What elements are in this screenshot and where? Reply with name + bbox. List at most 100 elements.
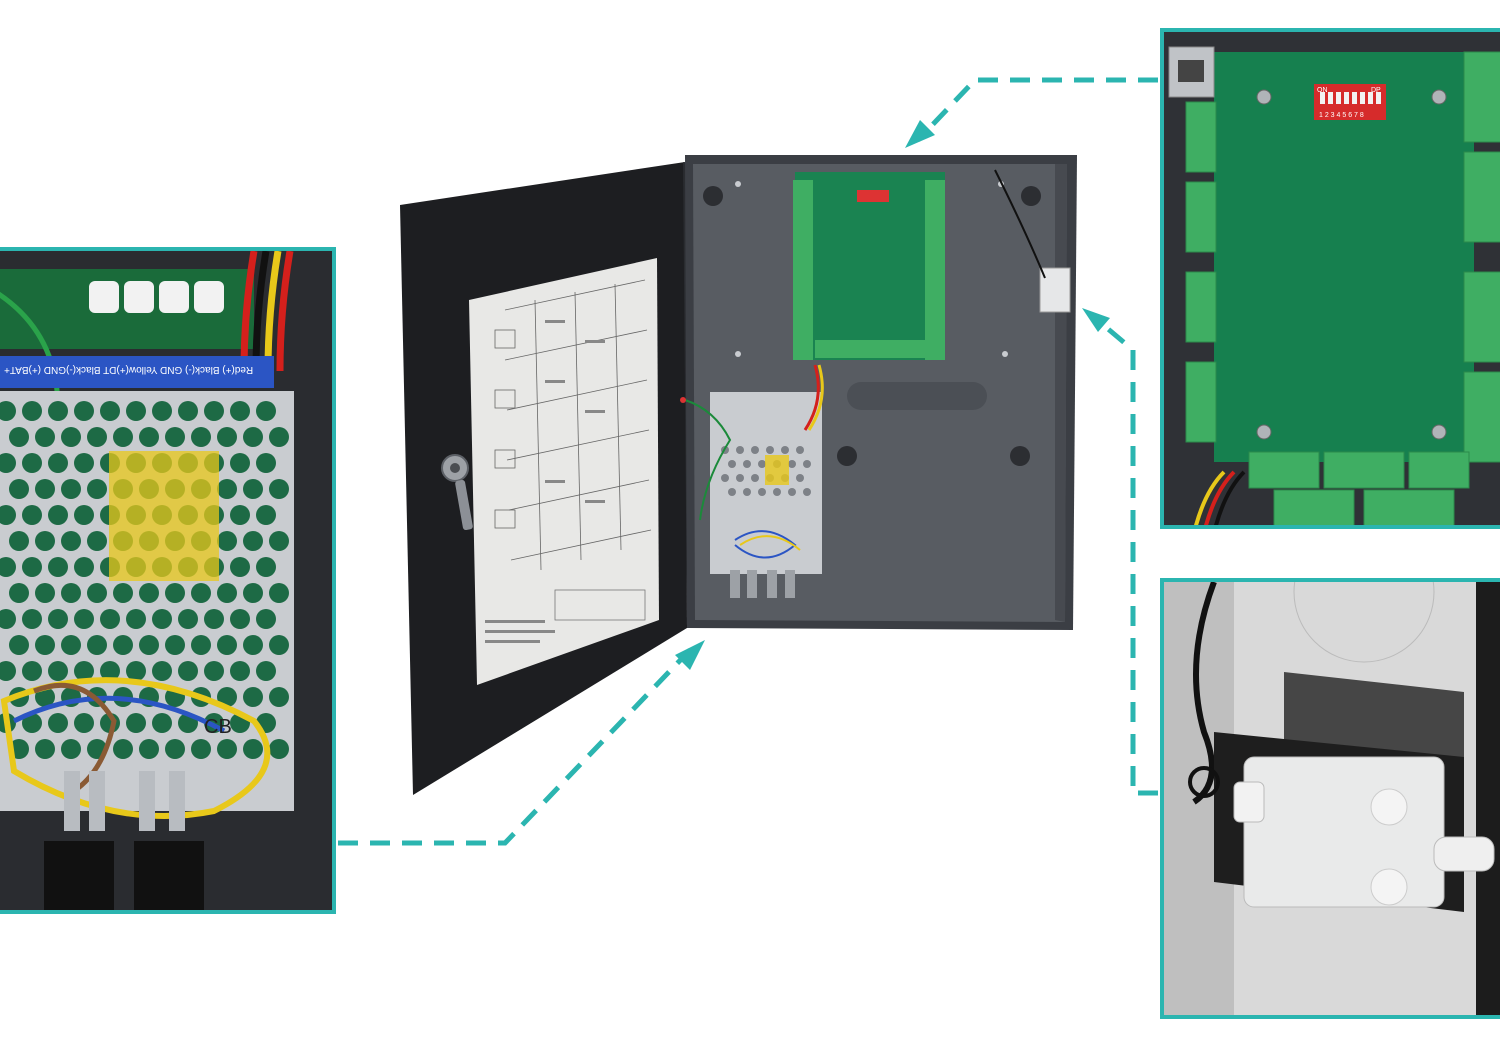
vent-hole	[204, 661, 224, 681]
vent-hole	[100, 401, 120, 421]
vent-hole	[48, 401, 68, 421]
vent-hole	[217, 635, 237, 655]
vent-hole	[269, 635, 289, 655]
vent-hole	[113, 583, 133, 603]
vent-hole	[243, 583, 263, 603]
vent-hole	[165, 583, 185, 603]
vent-hole	[269, 427, 289, 447]
vent-hole	[217, 479, 237, 499]
ethernet-port-icon	[1168, 46, 1215, 98]
vent-hole	[35, 739, 55, 759]
detail-controller-board: ON DP 1 2 3 4 5 6 7 8	[1160, 28, 1500, 529]
vent-hole	[204, 401, 224, 421]
vent-hole	[74, 713, 94, 733]
vent-hole	[87, 479, 107, 499]
vent-hole	[230, 505, 250, 525]
vent-hole	[165, 739, 185, 759]
vent-hole	[74, 609, 94, 629]
vent-hole	[22, 713, 42, 733]
vent-hole	[61, 479, 81, 499]
vent-hole	[0, 505, 16, 525]
vent-hole	[152, 661, 172, 681]
vent-hole	[139, 635, 159, 655]
enclosure-door	[400, 162, 693, 795]
vent-hole	[230, 453, 250, 473]
vent-hole	[178, 401, 198, 421]
vent-hole	[269, 687, 289, 707]
vent-hole	[269, 583, 289, 603]
vent-hole	[48, 557, 68, 577]
vent-hole	[22, 661, 42, 681]
vent-hole	[230, 609, 250, 629]
wiring-diagram-sticker	[469, 258, 659, 685]
vent-hole	[191, 427, 211, 447]
vent-hole	[113, 635, 133, 655]
vent-hole	[100, 609, 120, 629]
vent-hole	[191, 739, 211, 759]
vent-hole	[87, 583, 107, 603]
vent-hole	[35, 583, 55, 603]
vent-hole	[256, 661, 276, 681]
vent-hole	[217, 583, 237, 603]
vent-hole	[256, 557, 276, 577]
vent-hole	[87, 427, 107, 447]
vent-hole	[230, 401, 250, 421]
vent-hole	[22, 401, 42, 421]
vent-hole	[126, 713, 146, 733]
vent-hole	[243, 427, 263, 447]
psu-wire-legend: Red(+) Black(-) GND Yellow(+)DT Black(-)…	[4, 364, 253, 375]
vent-hole	[22, 505, 42, 525]
vent-hole	[100, 661, 120, 681]
vent-hole	[48, 713, 68, 733]
vent-hole	[0, 557, 16, 577]
arrowhead-power-supply	[675, 640, 705, 670]
vent-hole	[0, 401, 16, 421]
tamper-switch	[994, 169, 1071, 313]
arrowhead-controller-board	[905, 120, 935, 148]
dip-switch-icon	[1314, 84, 1386, 120]
vent-hole	[35, 427, 55, 447]
vent-hole	[113, 739, 133, 759]
vent-hole	[74, 557, 94, 577]
connector-controller-board	[916, 77, 1158, 142]
vent-hole	[256, 453, 276, 473]
vent-hole	[152, 401, 172, 421]
vent-hole	[9, 583, 29, 603]
vent-hole	[139, 739, 159, 759]
vent-hole	[243, 479, 263, 499]
arrowhead-tamper-switch	[1082, 308, 1110, 332]
vent-hole	[0, 453, 16, 473]
connector-tamper-switch	[1093, 316, 1158, 796]
detail-tamper-switch	[1160, 578, 1500, 1019]
vent-hole	[217, 531, 237, 551]
vent-hole	[48, 453, 68, 473]
vent-hole	[139, 583, 159, 603]
vent-hole	[178, 609, 198, 629]
vent-hole	[230, 557, 250, 577]
psu-cert-mark: CB	[204, 716, 232, 738]
vent-hole	[74, 661, 94, 681]
vent-hole	[217, 739, 237, 759]
vent-hole	[48, 661, 68, 681]
vent-hole	[35, 687, 55, 707]
vent-hole	[152, 609, 172, 629]
dip-on-label: ON	[1317, 87, 1328, 94]
vent-hole	[204, 609, 224, 629]
vent-hole	[87, 531, 107, 551]
tamper-switch-body	[1233, 756, 1495, 908]
vent-hole	[243, 531, 263, 551]
vent-hole	[74, 453, 94, 473]
controller-board	[793, 172, 945, 360]
detail-power-supply: Red(+) Black(-) GND Yellow(+)DT Black(-)…	[0, 247, 336, 914]
vent-hole	[243, 635, 263, 655]
vent-hole	[9, 427, 29, 447]
vent-hole	[22, 453, 42, 473]
power-supply-unit	[680, 364, 824, 598]
vent-hole	[243, 739, 263, 759]
vent-hole	[165, 635, 185, 655]
vent-hole	[35, 531, 55, 551]
vent-hole	[35, 635, 55, 655]
vent-hole	[61, 531, 81, 551]
vent-hole	[126, 661, 146, 681]
